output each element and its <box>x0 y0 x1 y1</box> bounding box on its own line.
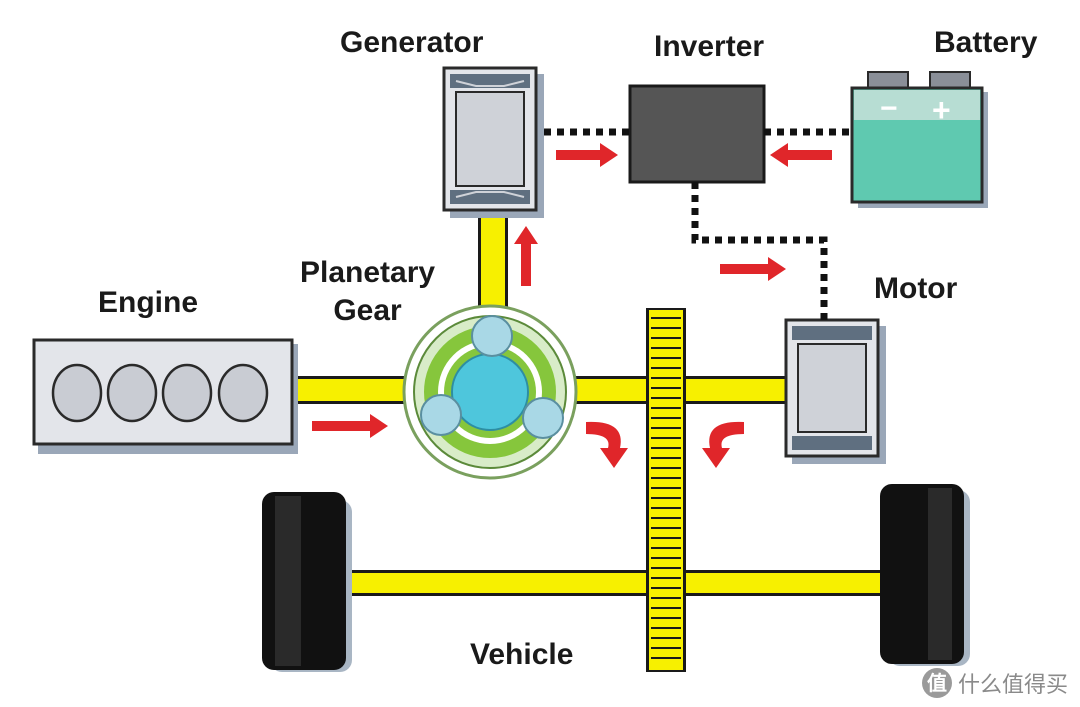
generator-unit <box>442 66 544 218</box>
arrow-generator-to-inverter <box>556 143 618 167</box>
label-motor: Motor <box>874 272 958 305</box>
battery-minus-sign: − <box>880 92 898 125</box>
label-generator: Generator <box>340 26 484 59</box>
motor-unit <box>784 318 886 464</box>
watermark: 值 什么值得买 <box>921 667 1068 699</box>
planetary-gear <box>402 304 578 480</box>
inverter-unit <box>628 84 766 184</box>
battery-plus-sign: + <box>932 92 951 128</box>
arrow-curve-left <box>586 421 628 468</box>
arrow-battery-to-inverter <box>770 143 832 167</box>
battery-unit <box>850 71 988 208</box>
flow-arrows <box>312 143 832 468</box>
label-engine: Engine <box>98 286 199 319</box>
left-wheel <box>262 492 352 672</box>
watermark-text: 什么值得买 <box>957 673 1068 698</box>
label-vehicle: Vehicle <box>470 638 574 671</box>
label-planetary-line2: Gear <box>333 294 402 327</box>
watermark-logo-icon: 值 <box>921 668 952 698</box>
label-planetary-line1: Planetary <box>300 256 436 289</box>
arrow-inverter-to-motor <box>720 257 786 281</box>
right-wheel <box>880 484 970 666</box>
arrow-curve-right <box>702 421 744 468</box>
arrow-up-to-generator <box>514 226 538 286</box>
electrical-links <box>544 128 852 320</box>
generator-shaft <box>478 212 508 322</box>
arrow-engine-to-planetary <box>312 414 388 438</box>
label-inverter: Inverter <box>654 30 765 63</box>
vehicle-axle <box>330 570 900 596</box>
engine-block <box>32 338 298 454</box>
label-battery: Battery <box>934 26 1038 59</box>
gear-rack <box>646 308 686 672</box>
label-planetary-gear: Planetary Gear <box>300 254 435 330</box>
